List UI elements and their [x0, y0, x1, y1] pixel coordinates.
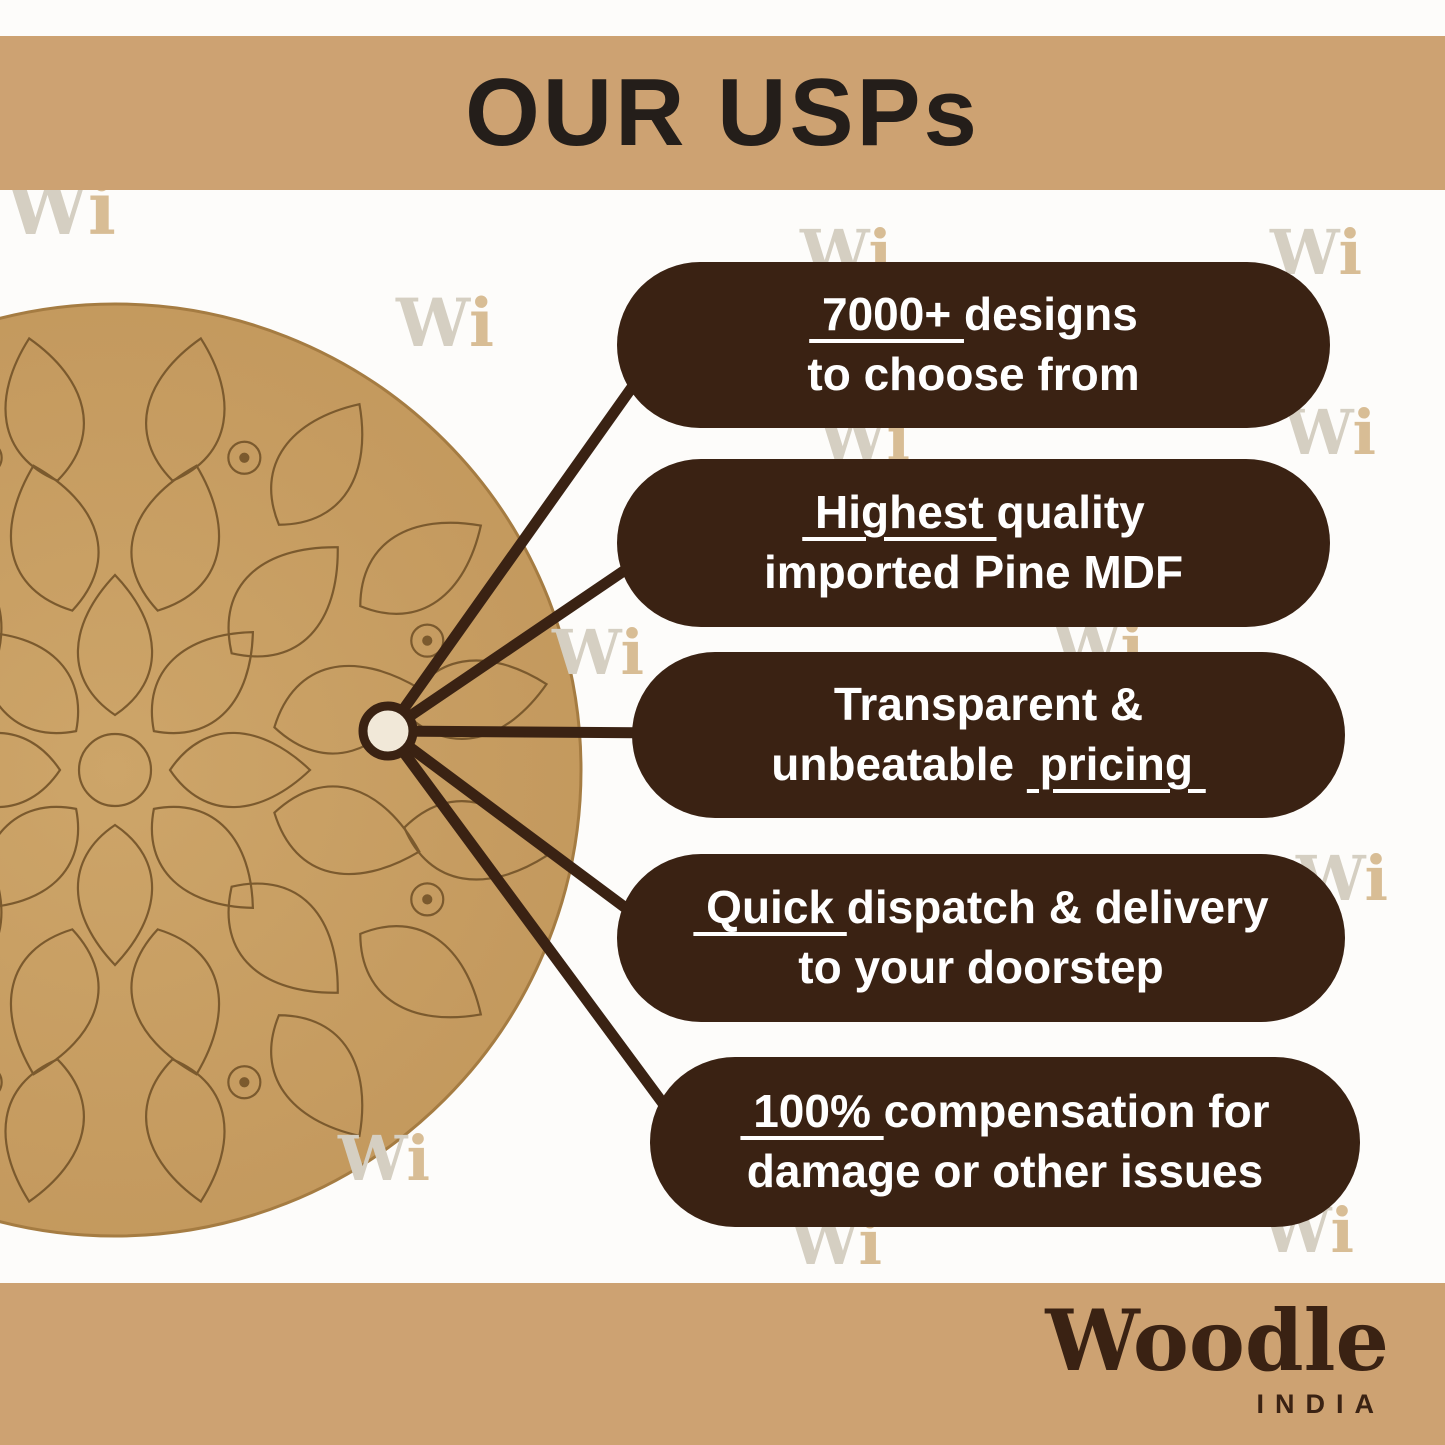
usp-highlight: Quick [693, 881, 847, 934]
usp-line: unbeatable pricing [771, 735, 1206, 795]
usp-line: imported Pine MDF [764, 543, 1183, 603]
logo-brand-text: Woodle [1045, 1291, 1389, 1390]
usp-line: Highest quality [802, 483, 1145, 543]
usp-text: Transparent & [833, 678, 1144, 731]
usp-text: quality [996, 486, 1145, 539]
usp-text: damage or other issues [746, 1145, 1264, 1197]
wi-watermark: Wi [552, 616, 645, 689]
usp-pill-compensation: 100% compensation for damage or other is… [650, 1057, 1360, 1227]
wi-watermark: Wi [1284, 396, 1377, 469]
mdf-board-circle [0, 302, 583, 1238]
usp-line: 7000+ designs [809, 285, 1138, 345]
wi-watermark: Wi [338, 1122, 431, 1195]
usp-text: designs [963, 288, 1138, 341]
usp-line: to choose from [807, 345, 1139, 405]
usp-text: compensation for [883, 1085, 1270, 1138]
usp-text: to choose from [807, 348, 1140, 400]
usp-highlight: pricing [1026, 738, 1206, 790]
page-title: OUR USPs [465, 59, 980, 166]
logo-country-text: INDIA [1256, 1389, 1385, 1419]
mandala-board [0, 302, 583, 1238]
usp-highlight: 7000+ [809, 288, 964, 341]
usp-pill-quality: Highest quality imported Pine MDF [617, 459, 1330, 627]
usp-line: Quick dispatch & delivery [693, 878, 1268, 938]
usp-text: to your doorstep [798, 941, 1164, 993]
woodle-logo: Woodle INDIA [1045, 1299, 1389, 1420]
footer-banner: Woodle INDIA [0, 1283, 1445, 1445]
usp-pill-designs: 7000+ designs to choose from [617, 262, 1330, 428]
usp-line: 100% compensation for [740, 1082, 1269, 1142]
usp-pill-pricing: Transparent & unbeatable pricing [632, 652, 1345, 818]
usp-text: imported Pine MDF [763, 546, 1184, 598]
usp-text: unbeatable [771, 738, 1027, 790]
wi-watermark: Wi [1270, 216, 1363, 289]
usp-line: to your doorstep [798, 938, 1163, 998]
usp-text: dispatch & delivery [846, 881, 1269, 934]
wi-watermark: Wi [396, 284, 495, 362]
usp-highlight: 100% [740, 1085, 884, 1138]
usp-highlight: Highest [802, 486, 997, 539]
usp-line: Transparent & [834, 675, 1143, 735]
usp-pill-dispatch: Quick dispatch & delivery to your doorst… [617, 854, 1345, 1022]
header-banner: OUR USPs [0, 36, 1445, 190]
usp-line: damage or other issues [747, 1142, 1263, 1202]
